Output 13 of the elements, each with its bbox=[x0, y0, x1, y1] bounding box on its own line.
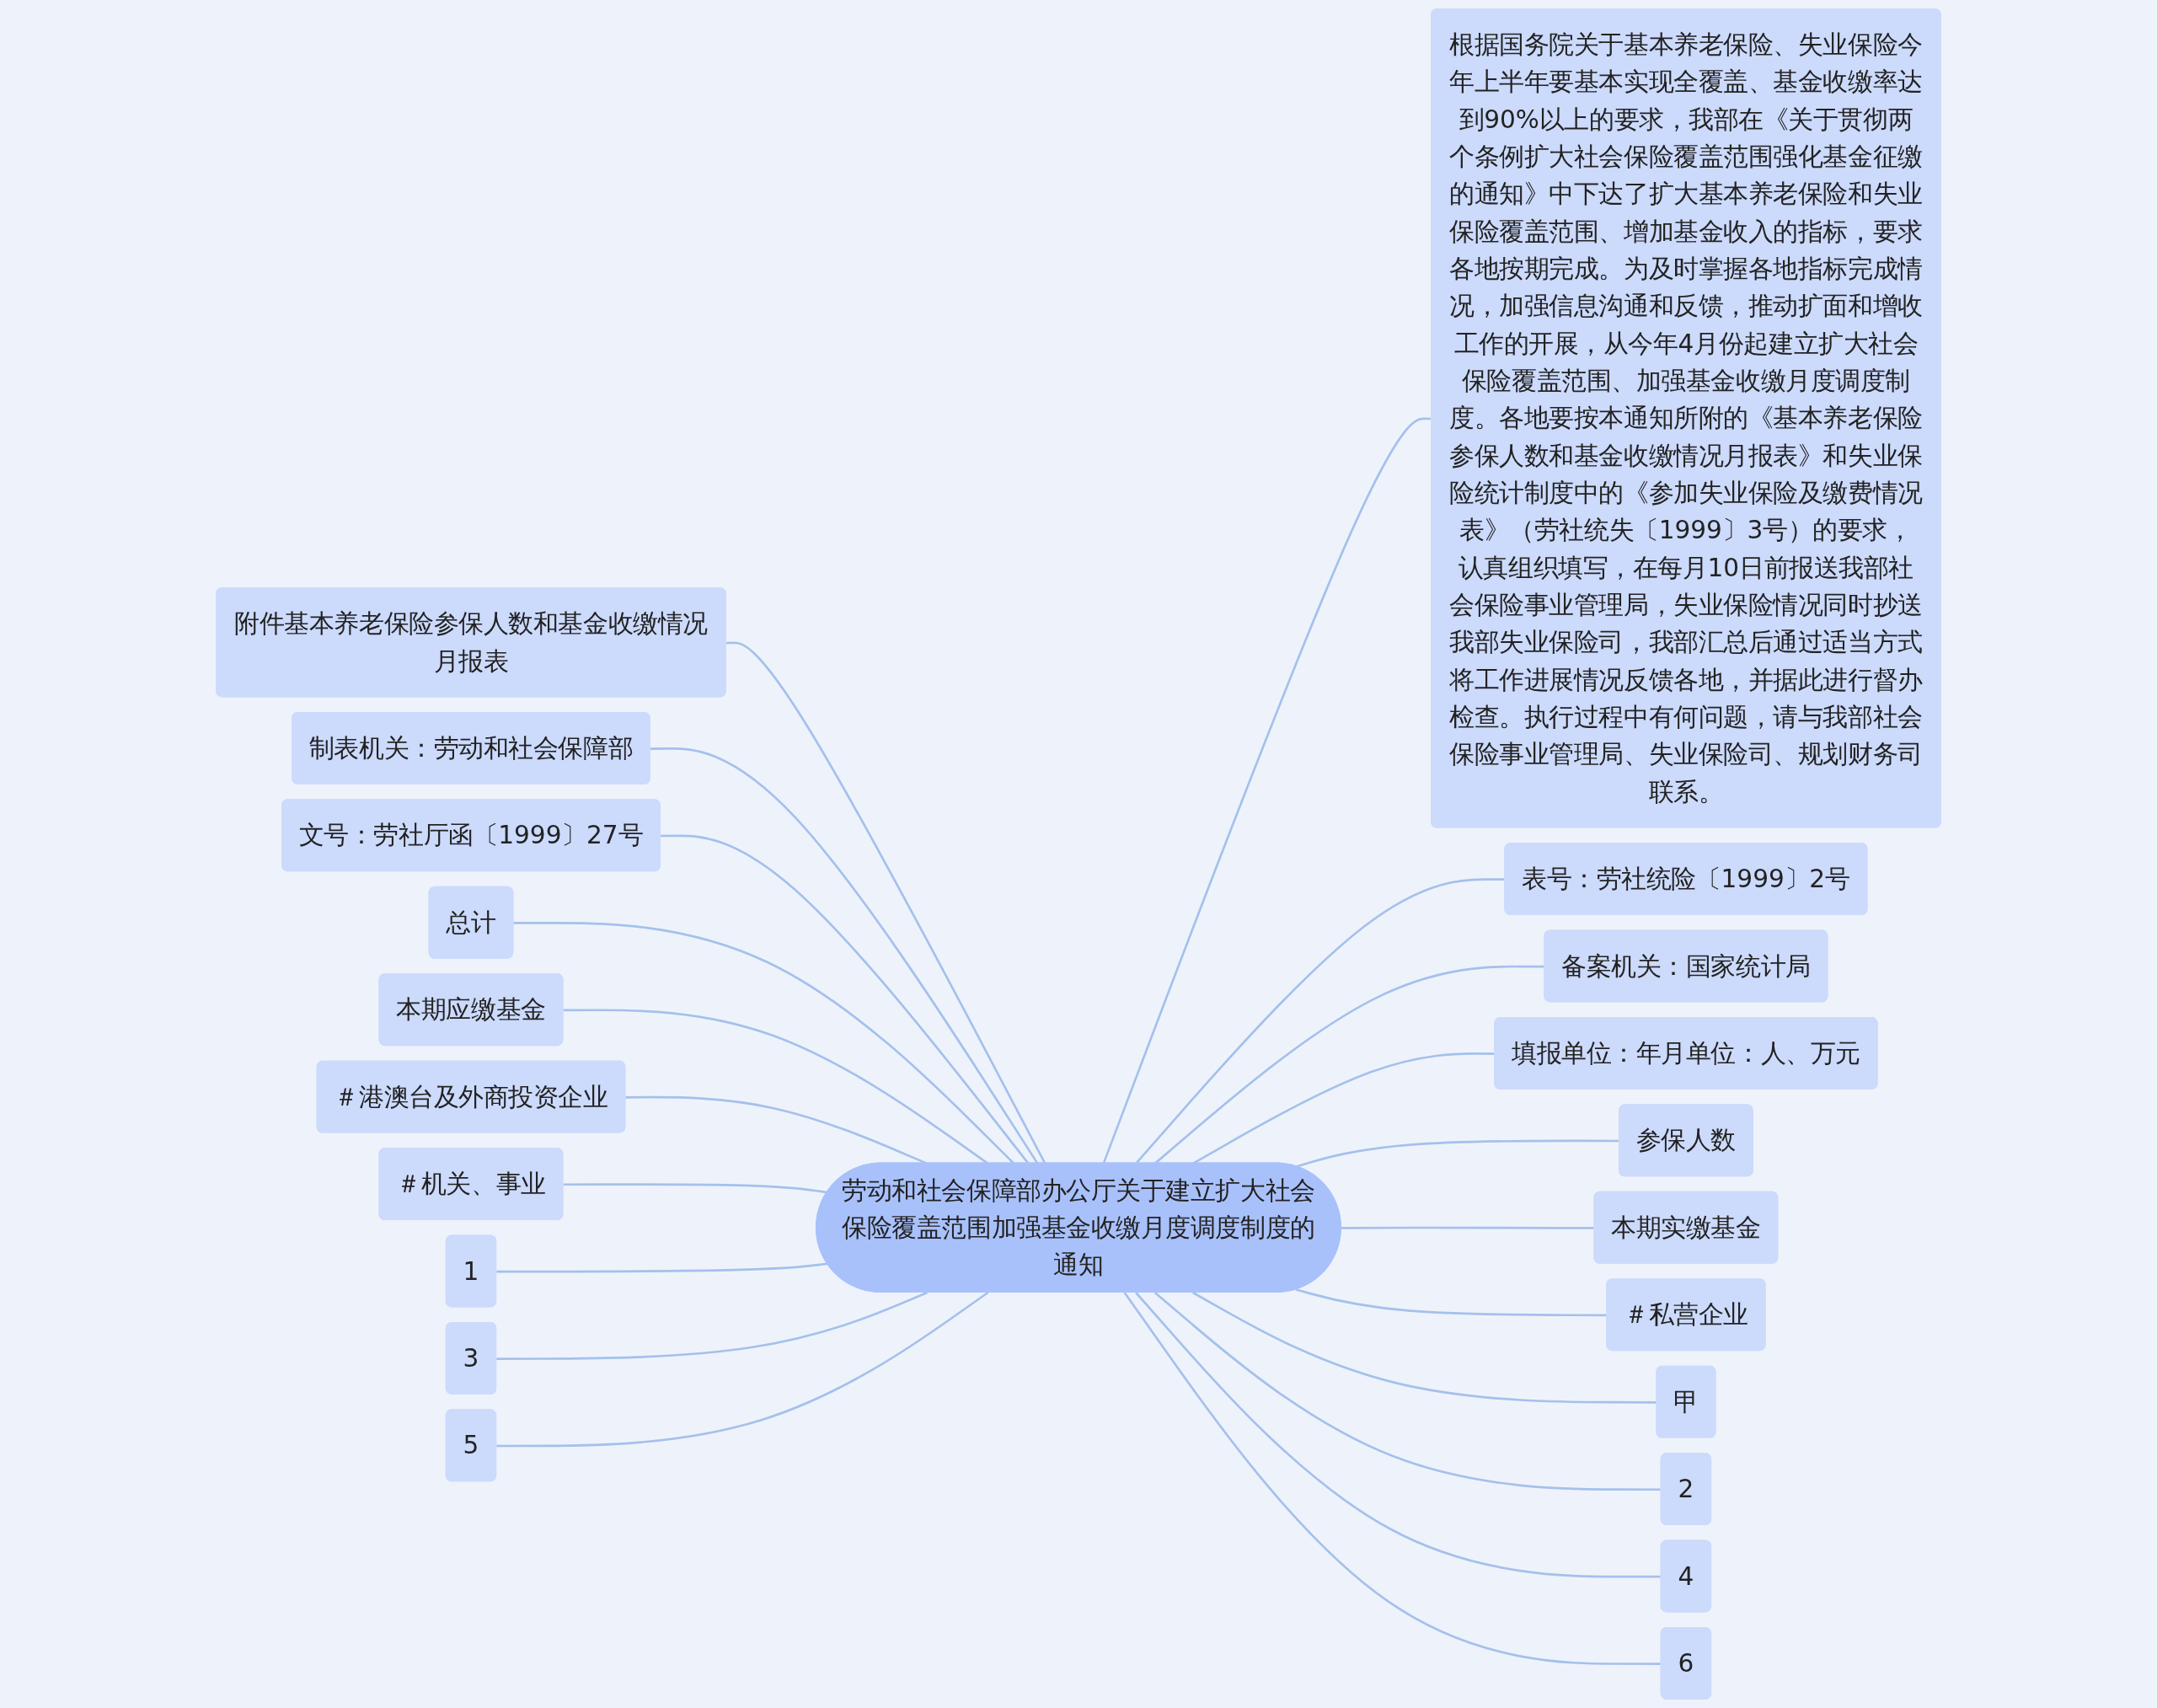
connector bbox=[1341, 1226, 1595, 1229]
connector bbox=[563, 1183, 828, 1194]
connector bbox=[496, 1291, 989, 1448]
connector bbox=[513, 921, 1015, 1165]
connector bbox=[650, 747, 1039, 1165]
connector bbox=[496, 1291, 929, 1360]
connector bbox=[1135, 878, 1506, 1165]
connector bbox=[1153, 965, 1545, 1165]
connector bbox=[725, 641, 1046, 1165]
connector bbox=[563, 1009, 989, 1165]
connector bbox=[496, 1262, 828, 1273]
connector bbox=[661, 834, 1030, 1165]
connector bbox=[1192, 1291, 1657, 1404]
